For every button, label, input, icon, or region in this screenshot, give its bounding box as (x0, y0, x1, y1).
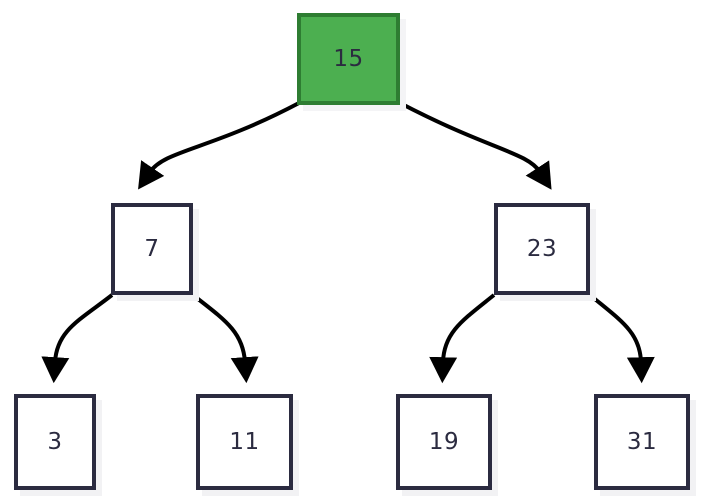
tree-node-right[interactable]: 23 (494, 203, 590, 295)
edge-right-rightright (588, 293, 655, 384)
edge-root-left (138, 101, 300, 190)
tree-node-label: 15 (333, 45, 364, 72)
tree-node-right-right[interactable]: 31 (594, 394, 690, 490)
tree-node-left[interactable]: 7 (111, 203, 193, 295)
tree-node-left-left[interactable]: 3 (14, 394, 96, 490)
tree-node-label: 19 (428, 428, 460, 455)
tree-node-label: 7 (144, 235, 160, 262)
tree-node-label: 3 (47, 428, 63, 455)
tree-node-label: 31 (626, 428, 658, 455)
edge-left-leftleft (41, 293, 114, 384)
tree-node-right-left[interactable]: 19 (396, 394, 492, 490)
tree-node-left-right[interactable]: 11 (196, 394, 293, 490)
tree-node-label: 23 (526, 235, 558, 262)
edge-right-rightleft (429, 293, 496, 384)
tree-node-root[interactable]: 15 (297, 13, 400, 105)
edge-left-leftright (191, 293, 259, 384)
edge-root-right (399, 101, 552, 190)
tree-node-label: 11 (229, 428, 260, 455)
